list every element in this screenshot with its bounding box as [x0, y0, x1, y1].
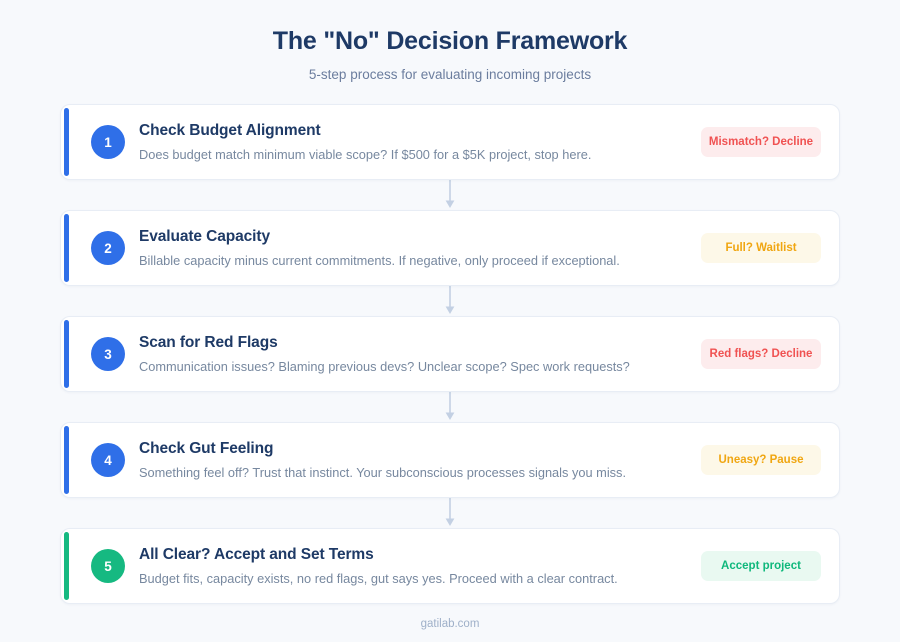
step-description: Something feel off? Trust that instinct.…: [139, 465, 627, 481]
step-connector-arrow-icon: [60, 180, 840, 210]
step-title: All Clear? Accept and Set Terms: [139, 545, 374, 563]
step-description: Billable capacity minus current commitme…: [139, 253, 620, 269]
step-title: Scan for Red Flags: [139, 333, 278, 351]
step-title: Check Gut Feeling: [139, 439, 274, 457]
step-accent-bar: [64, 108, 69, 176]
page-header: The "No" Decision Framework 5-step proce…: [0, 24, 900, 82]
step-number-badge: 2: [91, 231, 125, 265]
step-connector-arrow-icon: [60, 392, 840, 422]
framework-page: The "No" Decision Framework 5-step proce…: [0, 24, 900, 630]
step-connector-arrow-icon: [60, 498, 840, 528]
step-outcome-badge: Accept project: [701, 551, 821, 581]
step-accent-bar: [64, 532, 69, 600]
step-number-badge: 4: [91, 443, 125, 477]
page-subtitle: 5-step process for evaluating incoming p…: [308, 67, 592, 82]
step-outcome-badge: Uneasy? Pause: [701, 445, 821, 475]
step-number-badge: 1: [91, 125, 125, 159]
step-outcome-badge: Mismatch? Decline: [701, 127, 821, 157]
step-outcome-badge: Full? Waitlist: [701, 233, 821, 263]
page-title: The "No" Decision Framework: [272, 27, 628, 55]
step-description: Budget fits, capacity exists, no red fla…: [139, 571, 618, 587]
step-number-badge: 3: [91, 337, 125, 371]
step-description: Communication issues? Blaming previous d…: [139, 359, 630, 375]
step-outcome-badge: Red flags? Decline: [701, 339, 821, 369]
step-accent-bar: [64, 426, 69, 494]
step-number-badge: 5: [91, 549, 125, 583]
step-accent-bar: [64, 320, 69, 388]
step-accent-bar: [64, 214, 69, 282]
step-description: Does budget match minimum viable scope? …: [139, 147, 592, 163]
step-connector-arrow-icon: [60, 286, 840, 316]
step-title: Check Budget Alignment: [139, 121, 321, 139]
step-title: Evaluate Capacity: [139, 227, 270, 245]
footer-attribution: gatilab.com: [420, 618, 480, 630]
